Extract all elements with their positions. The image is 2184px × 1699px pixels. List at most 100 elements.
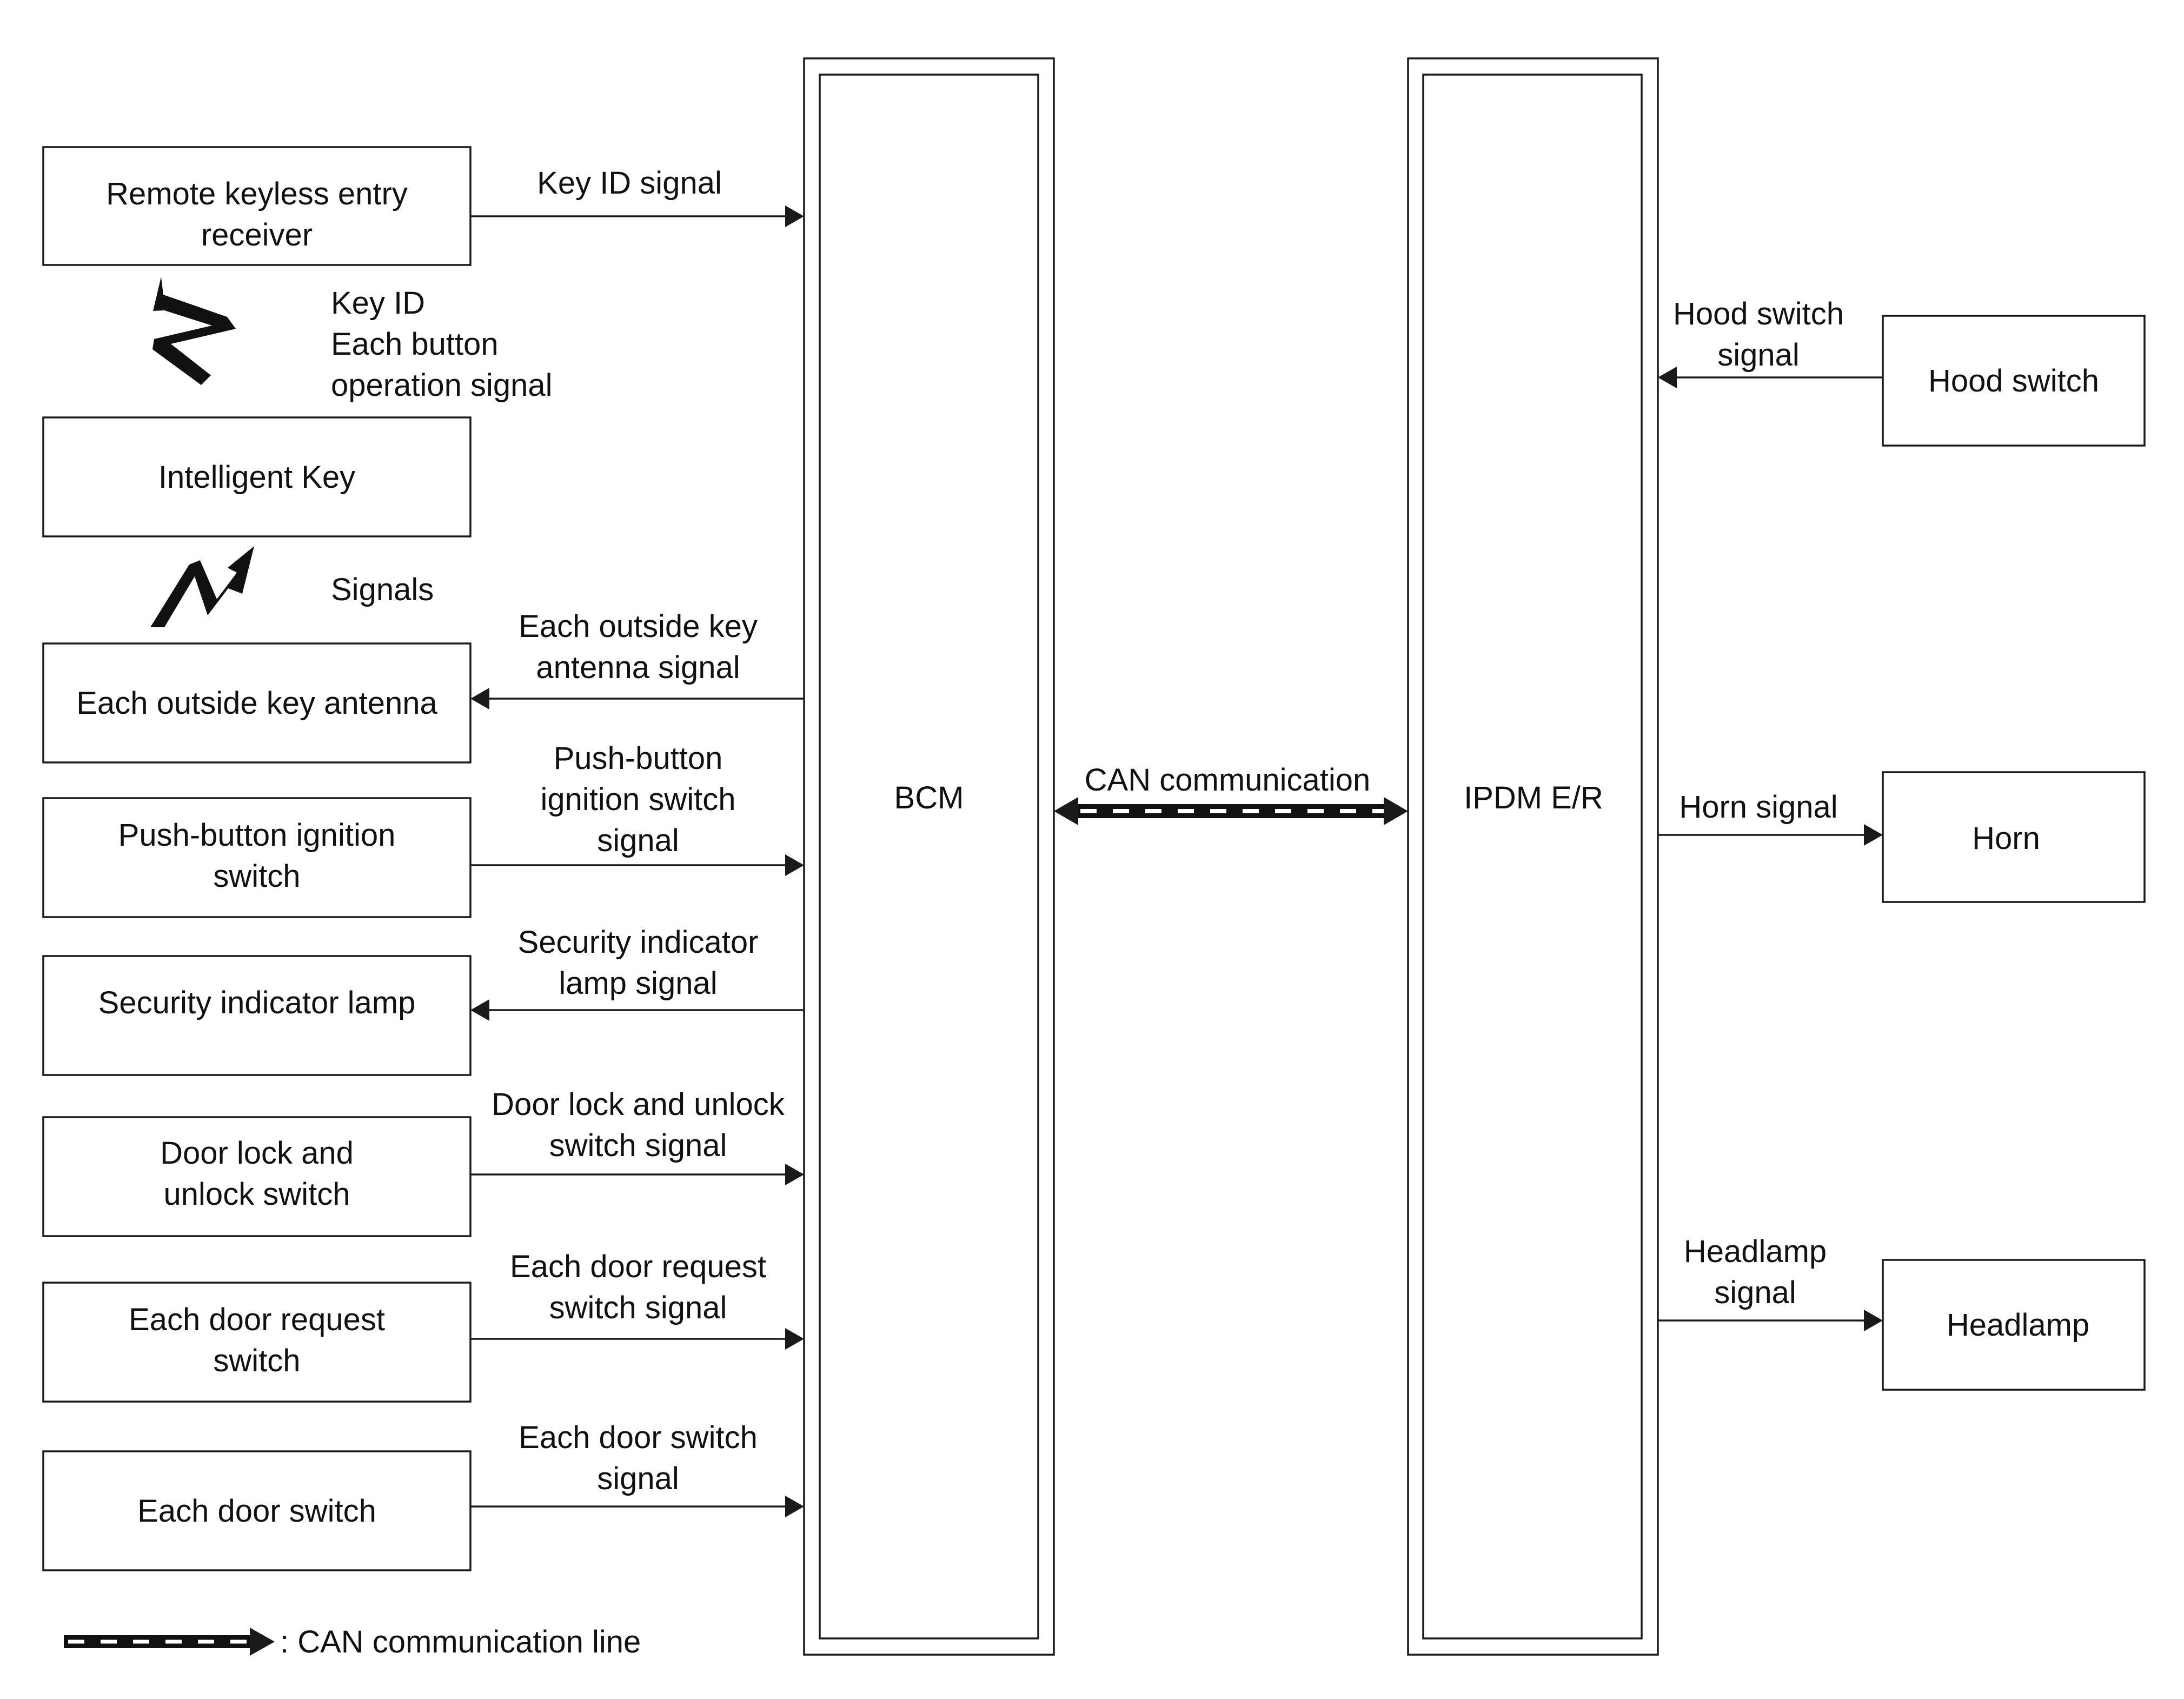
key-id-button-signal-label: Key ID Each button operation signal <box>331 286 553 403</box>
headlamp-label: Headlamp <box>1947 1308 2089 1343</box>
text-line: Hood switch <box>1928 363 2099 399</box>
text-line: Security indicator lamp <box>98 985 416 1020</box>
text-line: switch <box>213 859 300 894</box>
security-indicator-lamp-signal-arrow: Security indicator lamp signal <box>470 925 804 1021</box>
text-line: Push-button ignition <box>118 818 396 853</box>
text-line: lamp signal <box>559 966 717 1001</box>
text-line: signal <box>597 823 679 858</box>
each-outside-key-antenna-label: Each outside key antenna <box>76 686 437 721</box>
ipdm-label: IPDM E/R <box>1464 780 1603 815</box>
bcm-unit: BCM <box>803 57 1055 1656</box>
each-door-switch-box: Each door switch <box>42 1450 472 1571</box>
wireless-zigzag-up-right-icon <box>150 546 254 627</box>
push-button-ignition-switch-label: Push-button ignition switch <box>118 818 396 894</box>
signals-label: Signals <box>331 572 434 607</box>
horn-signal-arrow: Horn signal <box>1658 789 1883 846</box>
intelligent-key-box: Intelligent Key <box>42 416 472 537</box>
headlamp-signal-label: Headlamp signal <box>1684 1234 1827 1310</box>
each-door-switch-label: Each door switch <box>137 1494 376 1529</box>
door-lock-and-unlock-switch-label: Door lock and unlock switch <box>160 1136 354 1212</box>
text-line: Headlamp <box>1684 1234 1827 1269</box>
text-line: IPDM E/R <box>1464 780 1603 815</box>
push-button-ignition-switch-signal-label: Push-button ignition switch signal <box>540 741 735 858</box>
text-line: antenna signal <box>536 650 740 685</box>
hood-switch-label: Hood switch <box>1928 363 2099 399</box>
text-line: switch signal <box>549 1128 727 1163</box>
text-line: Intelligent Key <box>158 460 355 495</box>
horn-signal-label: Horn signal <box>1679 789 1837 825</box>
text-line: switch signal <box>549 1290 727 1325</box>
each-outside-key-antenna-box: Each outside key antenna <box>42 642 472 764</box>
text-line: Headlamp <box>1947 1308 2089 1343</box>
signals-wireless-link: Signals <box>150 546 434 627</box>
headlamp-box: Headlamp <box>1882 1259 2146 1391</box>
door-lock-unlock-switch-signal-arrow: Door lock and unlock switch signal <box>470 1087 804 1185</box>
ipdm-unit: IPDM E/R <box>1407 57 1659 1656</box>
intelligent-key-label: Intelligent Key <box>158 460 355 495</box>
push-button-ignition-switch-box: Push-button ignition switch <box>42 797 472 918</box>
each-door-request-switch-box: Each door request switch <box>42 1282 472 1403</box>
headlamp-signal-arrow: Headlamp signal <box>1658 1234 1883 1331</box>
text-line: Hood switch <box>1673 296 1844 331</box>
text-line: ignition switch <box>540 782 735 817</box>
bcm-label: BCM <box>894 780 964 815</box>
can-line-legend-arrow <box>250 1628 275 1656</box>
text-line: signal <box>1717 337 1800 373</box>
door-request-switch-signal-arrow: Each door request switch signal <box>470 1249 804 1350</box>
key-id-wireless-link: Key ID Each button operation signal <box>152 277 553 403</box>
text-line: Security indicator <box>518 925 759 960</box>
text-line: : CAN communication line <box>280 1624 641 1660</box>
horn-label: Horn <box>1972 821 2040 856</box>
security-indicator-lamp-signal-label: Security indicator lamp signal <box>518 925 759 1001</box>
door-lock-unlock-switch-signal-label: Door lock and unlock switch signal <box>492 1087 785 1163</box>
hood-switch-signal-arrow: Hood switch signal <box>1658 296 1883 388</box>
horn-box: Horn <box>1882 771 2146 903</box>
text-line: Horn signal <box>1679 789 1837 825</box>
door-switch-signal-arrow: Each door switch signal <box>470 1420 804 1517</box>
text-line: Signals <box>331 572 434 607</box>
hood-switch-signal-label: Hood switch signal <box>1673 296 1844 373</box>
text-line: signal <box>597 1461 679 1496</box>
text-line: Door lock and unlock <box>492 1087 785 1122</box>
text-line: Each button <box>331 327 499 362</box>
outside-key-antenna-signal-label: Each outside key antenna signal <box>519 609 758 685</box>
text-line: receiver <box>201 217 313 253</box>
can-communication-line: CAN communication <box>1054 762 1408 825</box>
text-line: Door lock and <box>160 1136 354 1171</box>
text-line: Key ID signal <box>537 165 722 201</box>
legend: : CAN communication line <box>64 1624 641 1660</box>
text-line: signal <box>1714 1275 1796 1310</box>
text-line: CAN communication <box>1085 762 1371 798</box>
text-line: Each door request <box>129 1302 385 1337</box>
text-line: BCM <box>894 780 964 815</box>
can-communication-label: CAN communication <box>1085 762 1371 798</box>
security-indicator-lamp-label: Security indicator lamp <box>98 985 416 1020</box>
can-line-legend-label: : CAN communication line <box>280 1624 641 1660</box>
outside-key-antenna-signal-arrow: Each outside key antenna signal <box>470 609 804 709</box>
text-line: switch <box>213 1343 300 1378</box>
text-line: Each door request <box>510 1249 766 1284</box>
text-line: Key ID <box>331 286 425 321</box>
security-indicator-lamp-box: Security indicator lamp <box>42 955 472 1076</box>
text-line: Push-button <box>554 741 723 776</box>
text-line: Each outside key <box>519 609 758 644</box>
text-line: Each outside key antenna <box>76 686 437 721</box>
text-line: operation signal <box>331 368 553 403</box>
text-line: Each door switch <box>519 1420 758 1455</box>
door-request-switch-signal-label: Each door request switch signal <box>510 1249 766 1325</box>
hood-switch-box: Hood switch <box>1882 315 2146 447</box>
each-door-request-switch-label: Each door request switch <box>129 1302 385 1378</box>
door-switch-signal-label: Each door switch signal <box>519 1420 758 1496</box>
remote-keyless-entry-receiver-box: Remote keyless entry receiver <box>42 146 472 266</box>
text-line: Each door switch <box>137 1494 376 1529</box>
wireless-zigzag-up-left-icon <box>152 277 236 385</box>
text-line: Remote keyless entry <box>106 176 408 211</box>
key-id-signal-label: Key ID signal <box>537 165 722 201</box>
key-id-signal-arrow: Key ID signal <box>470 165 804 227</box>
text-line: Horn <box>1972 821 2040 856</box>
door-lock-and-unlock-switch-box: Door lock and unlock switch <box>42 1116 472 1237</box>
remote-keyless-entry-receiver-label: Remote keyless entry receiver <box>106 176 408 253</box>
push-button-ignition-switch-signal-arrow: Push-button ignition switch signal <box>470 741 804 876</box>
text-line: unlock switch <box>164 1177 350 1212</box>
